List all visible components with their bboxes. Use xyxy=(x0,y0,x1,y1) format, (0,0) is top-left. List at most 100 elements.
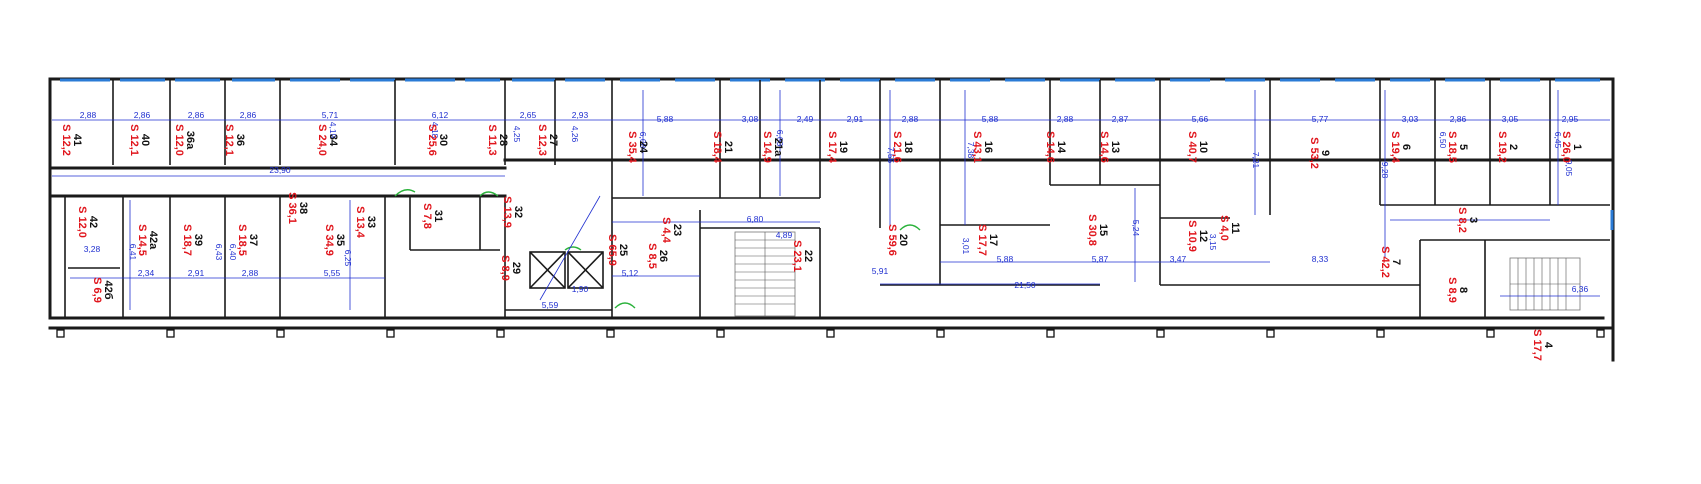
room-area: S 36,1 xyxy=(286,192,298,224)
room-number: 9 xyxy=(1319,150,1331,156)
room-r37: 37S 18,5 xyxy=(236,224,259,256)
dimension-label: 3,05 xyxy=(1502,114,1519,124)
room-r30: 30S 25,6 xyxy=(426,124,449,156)
room-r27: 27S 12,3 xyxy=(536,124,559,156)
dimension-label: 5,88 xyxy=(982,114,999,124)
dimension-label: 3,03 xyxy=(1402,114,1419,124)
room-area: S 8,9 xyxy=(499,255,511,281)
room-r13: 13S 14,6 xyxy=(1098,131,1121,163)
dimension-label: 1,90 xyxy=(572,284,589,294)
room-r9: 9S 53,2 xyxy=(1308,137,1331,169)
room-number: 22 xyxy=(802,250,814,262)
room-area: S 30,8 xyxy=(1086,214,1098,246)
room-area: S 17,4 xyxy=(826,131,838,164)
room-area: S 6,9 xyxy=(91,277,103,303)
dimension-label: 9,28 xyxy=(1380,162,1390,179)
room-r1: 1S 26,0 xyxy=(1560,131,1583,163)
room-area: S 17,7 xyxy=(1531,329,1543,361)
room-area: S 34,9 xyxy=(323,224,335,256)
dimension-label: 4,25 xyxy=(512,126,522,143)
room-number: 15 xyxy=(1097,224,1109,236)
outer-walls xyxy=(48,77,1615,362)
room-number: 38 xyxy=(297,202,309,214)
room-number: 41 xyxy=(71,134,83,146)
room-area: S 42,2 xyxy=(1379,246,1391,278)
room-area: S 65,9 xyxy=(606,234,618,266)
dimension-label: 5,77 xyxy=(1312,114,1329,124)
room-area: S 18,7 xyxy=(181,224,193,256)
room-area: S 23,1 xyxy=(791,240,803,272)
dimension-label: 2,49 xyxy=(797,114,814,124)
room-area: S 19,2 xyxy=(1496,131,1508,163)
room-r42: 42S 12,0 xyxy=(76,206,99,238)
dimension-label: 2,88 xyxy=(1057,114,1074,124)
window-strip xyxy=(60,78,1614,230)
room-r8: 8S 8,9 xyxy=(1446,277,1469,303)
elevator-shafts xyxy=(529,251,604,289)
dimension-label: 5,55 xyxy=(324,268,341,278)
room-area: S 7,8 xyxy=(421,203,433,229)
room-area: S 8,2 xyxy=(1456,207,1468,233)
dimension-label: 2,88 xyxy=(242,268,259,278)
room-area: S 17,7 xyxy=(976,224,988,256)
dimension-label: 21,50 xyxy=(1014,280,1036,290)
room-r12: 12S 10,9 xyxy=(1186,220,1209,252)
room-area: S 13,9 xyxy=(501,196,513,228)
room-r40: 40S 12,1 xyxy=(128,124,151,156)
room-r11: 11S 4,0 xyxy=(1218,215,1241,241)
room-area: S 8,5 xyxy=(646,243,658,269)
dimension-label: 3,15 xyxy=(1208,234,1218,251)
room-number: 5 xyxy=(1457,144,1469,150)
room-r32: 32S 13,9 xyxy=(501,196,524,228)
dimension-label: 2,86 xyxy=(188,110,205,120)
dimension-label: 5,88 xyxy=(997,254,1014,264)
room-r39: 39S 18,7 xyxy=(181,224,204,256)
room-number: 25 xyxy=(617,244,629,256)
room-area: S 24,0 xyxy=(316,124,328,156)
columns xyxy=(56,329,1605,338)
room-r22: 22S 23,1 xyxy=(791,240,814,272)
room-area: S 18,4 xyxy=(711,131,723,164)
room-number: 37 xyxy=(247,234,259,246)
room-area: S 18,5 xyxy=(236,224,248,256)
room-number: 40 xyxy=(139,134,151,146)
dimension-label: 6,45 xyxy=(1553,132,1563,149)
room-number: 11 xyxy=(1229,222,1241,234)
dimension-label: 2,65 xyxy=(520,110,537,120)
room-r10: 10S 40,7 xyxy=(1186,131,1209,163)
room-area: S 12,0 xyxy=(173,124,185,156)
room-number: 35 xyxy=(334,234,346,246)
room-area: S 13,4 xyxy=(354,206,366,239)
dimension-label: 6,12 xyxy=(432,110,449,120)
room-area: S 18,5 xyxy=(1446,131,1458,163)
room-number: 2 xyxy=(1507,144,1519,150)
room-r2: 2S 19,2 xyxy=(1496,131,1519,163)
room-number: 6 xyxy=(1400,144,1412,150)
room-r3: 3S 8,2 xyxy=(1456,207,1479,233)
dimension-label: 2,95 xyxy=(1562,114,1579,124)
dimension-label: 2,86 xyxy=(134,110,151,120)
staircase-center xyxy=(734,231,796,317)
dimension-label: 6,40 xyxy=(228,244,238,261)
room-r31: 31S 7,8 xyxy=(421,203,444,229)
room-r38: 38S 36,1 xyxy=(286,192,309,224)
room-r35: 35S 34,9 xyxy=(323,224,346,256)
dimension-label: 2,91 xyxy=(188,268,205,278)
dimension-label: 6,80 xyxy=(747,214,764,224)
room-number: 28 xyxy=(497,134,509,146)
room-r33: 33S 13,4 xyxy=(354,206,377,239)
dimension-label: 7,55 xyxy=(886,147,896,164)
room-r15: 15S 30,8 xyxy=(1086,214,1109,246)
room-area: S 14,9 xyxy=(761,131,773,163)
room-area: S 12,3 xyxy=(536,124,548,156)
room-number: 26 xyxy=(657,250,669,262)
room-r4: 4S 17,7 xyxy=(1531,329,1554,361)
room-number: 31 xyxy=(432,210,444,222)
dimension-label: 6,25 xyxy=(343,250,353,267)
dimension-label: 7,38 xyxy=(966,142,976,159)
room-area: S 12,1 xyxy=(128,124,140,156)
